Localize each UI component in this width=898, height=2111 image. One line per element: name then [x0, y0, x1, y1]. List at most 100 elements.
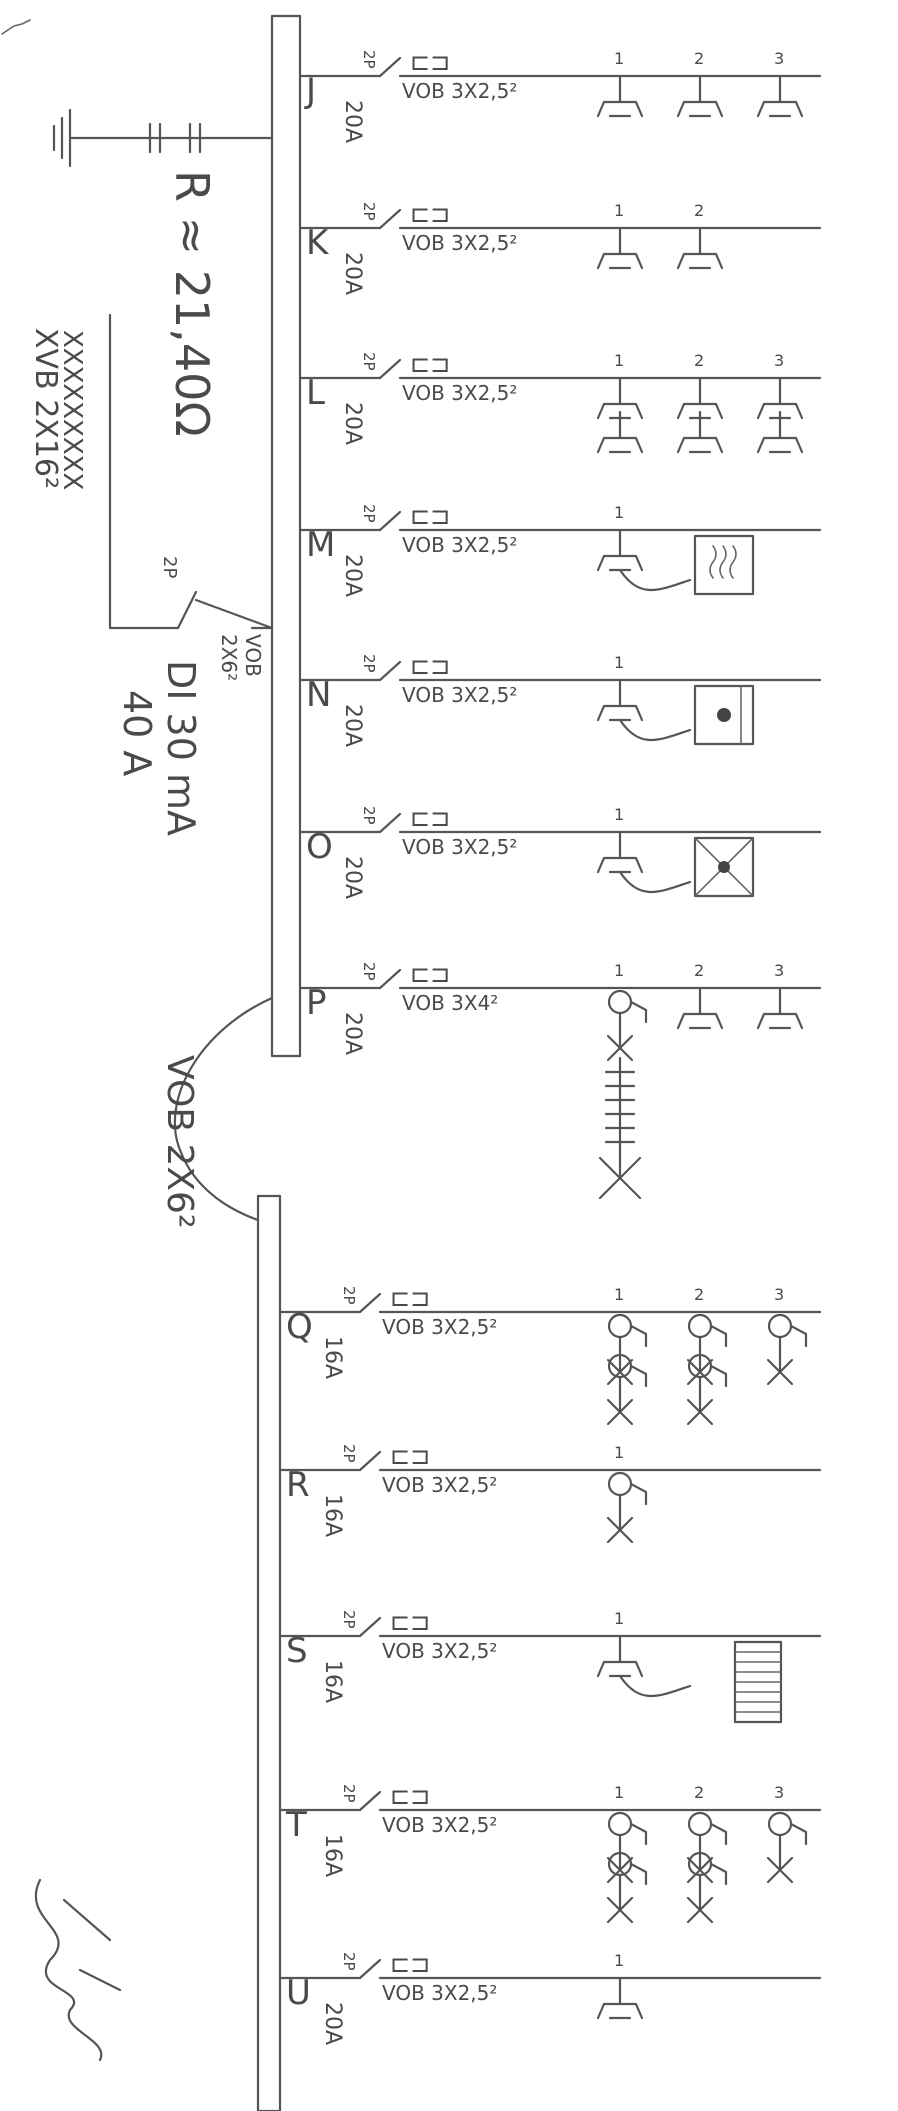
circuit-poles: 2P — [360, 202, 378, 221]
circuit-breaker-rating: 16A — [320, 1494, 345, 1537]
circuit-breaker-icon — [358, 1616, 382, 1638]
radiator-icon — [733, 1640, 783, 1724]
circuit-symbol: ⊏⊐ — [390, 1284, 430, 1312]
interconnection-arc — [173, 996, 274, 1222]
circuit-cable: VOB 3X2,5² — [382, 1639, 497, 1663]
circuit-breaker-icon — [378, 56, 402, 78]
circuit-breaker-icon — [378, 968, 402, 990]
circuit-symbol: ⊏⊐ — [410, 804, 450, 832]
differential-poles: 2P — [159, 556, 180, 578]
load-number: 3 — [774, 49, 784, 68]
circuit-poles: 2P — [360, 962, 378, 981]
circuit-breaker-icon — [358, 1450, 382, 1472]
circuit-breaker-rating: 16A — [320, 1336, 345, 1379]
circuit-letter: M — [306, 525, 335, 565]
circuit-symbol: ⊏⊐ — [410, 200, 450, 228]
signature-icon — [34, 1878, 122, 2062]
load-number: 1 — [614, 1443, 624, 1462]
differential-breaker-icon — [108, 590, 274, 630]
differential-cable-2: 2X6² — [217, 634, 241, 681]
circuit-poles: 2P — [340, 1444, 358, 1463]
circuit-poles: 2P — [340, 1952, 358, 1971]
circuit-breaker-rating: 20A — [320, 2002, 345, 2045]
load-number: 1 — [614, 201, 624, 220]
ground-symbol-icon — [52, 108, 274, 168]
load-number: 1 — [614, 351, 624, 370]
circuit-breaker-rating: 16A — [320, 1660, 345, 1703]
circuit-symbol: ⊏⊐ — [410, 350, 450, 378]
circuit-symbol: ⊏⊐ — [390, 1950, 430, 1978]
load-number: 3 — [774, 1783, 784, 1802]
circuit-breaker-icon — [378, 660, 402, 682]
circuit-cable: VOB 3X4² — [402, 991, 498, 1015]
circuit-breaker-rating: 20A — [340, 100, 365, 143]
circuit-symbol: ⊏⊐ — [390, 1608, 430, 1636]
circuit-symbol: ⊏⊐ — [410, 502, 450, 530]
circuit-breaker-rating: 20A — [340, 1012, 365, 1055]
circuit-letter: U — [286, 1973, 311, 2013]
circuit-breaker-rating: 16A — [320, 1834, 345, 1877]
circuit-cable: VOB 3X2,5² — [402, 835, 517, 859]
circuit-cable: VOB 3X2,5² — [382, 1981, 497, 2005]
load-number: 1 — [614, 653, 624, 672]
circuit-poles: 2P — [360, 806, 378, 825]
circuit-breaker-rating: 20A — [340, 252, 365, 295]
circuit-letter: O — [306, 827, 333, 867]
circuit-poles: 2P — [360, 654, 378, 673]
circuit-letter: S — [286, 1631, 308, 1671]
heater-icon — [693, 534, 755, 596]
circuit-cable: VOB 3X2,5² — [402, 683, 517, 707]
circuit-breaker-icon — [378, 358, 402, 380]
circuit-cable: VOB 3X2,5² — [402, 533, 517, 557]
load-number: 2 — [694, 201, 704, 220]
load-number: 1 — [614, 1609, 624, 1628]
load-number: 1 — [614, 1783, 624, 1802]
load-number: 2 — [694, 49, 704, 68]
circuit-symbol: ⊏⊐ — [410, 652, 450, 680]
circuit-breaker-icon — [378, 812, 402, 834]
circuit-symbol: ⊏⊐ — [410, 960, 450, 988]
circuit-cable: VOB 3X2,5² — [402, 381, 517, 405]
circuit-poles: 2P — [340, 1610, 358, 1629]
differential-cable-1: VOB — [241, 634, 265, 677]
circuit-poles: 2P — [360, 50, 378, 69]
circuit-letter: Q — [286, 1307, 313, 1347]
circuit-symbol: ⊏⊐ — [390, 1442, 430, 1470]
ground-resistance-label: R ≈ 21,40Ω — [165, 170, 219, 437]
cooker-icon — [693, 684, 755, 746]
circuit-breaker-icon — [358, 1958, 382, 1980]
circuit-breaker-icon — [378, 510, 402, 532]
load-number: 3 — [774, 351, 784, 370]
load-number: 1 — [614, 1285, 624, 1304]
supply-cable-line-1: XXXXXXXXX — [57, 330, 87, 490]
circuit-cable: VOB 3X2,5² — [402, 231, 517, 255]
circuit-symbol: ⊏⊐ — [410, 48, 450, 76]
circuit-letter: N — [306, 675, 331, 715]
busbar-bottom-panel — [256, 1194, 282, 2111]
circuit-cable: VOB 3X2,5² — [402, 79, 517, 103]
circuit-s: S 2P 16A ⊏⊐ VOB 3X2,5² 1 — [278, 1608, 822, 1724]
load-number: 3 — [774, 1285, 784, 1304]
load-number: 3 — [774, 961, 784, 980]
circuit-letter: P — [306, 983, 327, 1023]
circuit-letter: T — [285, 1805, 307, 1845]
circuit-breaker-icon — [378, 208, 402, 230]
circuit-letter: R — [286, 1465, 310, 1505]
circuit-breaker-rating: 20A — [340, 554, 365, 597]
load-number: 1 — [614, 805, 624, 824]
circuit-letter: K — [306, 223, 330, 263]
load-number: 1 — [614, 1951, 624, 1970]
load-number: 2 — [694, 961, 704, 980]
circuit-breaker-icon — [358, 1790, 382, 1812]
load-number: 2 — [694, 1783, 704, 1802]
fan-icon — [693, 836, 755, 898]
load-number: 1 — [614, 503, 624, 522]
